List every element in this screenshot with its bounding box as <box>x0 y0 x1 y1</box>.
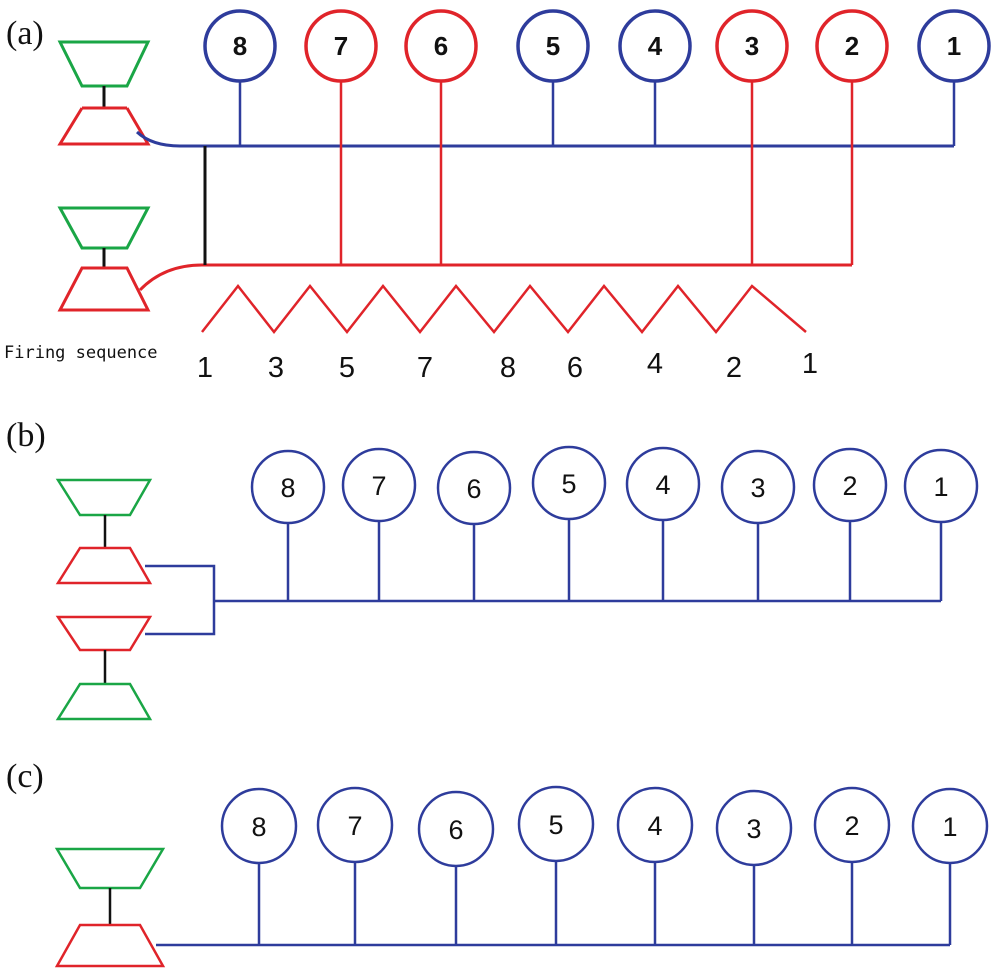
cylinder-label: 1 <box>942 812 957 842</box>
cylinder-label: 7 <box>347 811 362 841</box>
cylinder-7 <box>341 447 417 523</box>
cylinder-3 <box>720 449 796 525</box>
firing-sequence-item: 4 <box>647 348 663 380</box>
cylinders-a <box>203 9 991 83</box>
cylinder-3 <box>715 9 789 83</box>
exhaust-manifold-c <box>156 861 952 947</box>
cylinder-5 <box>517 785 595 863</box>
turbine-icon <box>54 923 166 968</box>
turbine-icon <box>55 615 153 652</box>
cylinder-label: 5 <box>561 469 576 499</box>
cylinder-6 <box>417 790 495 868</box>
cylinders-b <box>250 445 979 526</box>
cylinders-c <box>220 785 989 868</box>
panel-a: (a) <box>4 9 991 384</box>
firing-sequence-item: 6 <box>567 352 583 384</box>
compressor-icon <box>57 206 151 250</box>
cylinder-4 <box>616 786 694 864</box>
cylinder-label: 8 <box>251 812 266 842</box>
cylinder-label: 8 <box>233 31 247 61</box>
cylinder-labels-c: 8 7 6 5 4 3 2 1 <box>251 810 957 845</box>
cylinder-labels-b: 8 7 6 5 4 3 2 1 <box>280 469 948 504</box>
panel-c: (c) 8 7 <box>6 758 989 968</box>
cylinder-label: 6 <box>466 474 481 504</box>
firing-sequence-item: 8 <box>500 352 516 384</box>
red-exhaust-manifold <box>138 263 852 292</box>
turbine-icon <box>57 107 151 146</box>
cylinder-3 <box>715 789 793 867</box>
cylinder-label: 1 <box>933 472 948 502</box>
cylinder-label: 3 <box>750 473 765 503</box>
panel-a-label: (a) <box>6 15 44 52</box>
cylinder-label: 3 <box>745 31 759 61</box>
cylinder-1 <box>917 9 991 83</box>
firing-sequence-item: 2 <box>726 352 742 384</box>
cylinder-label: 4 <box>647 811 662 841</box>
cylinder-4 <box>618 9 692 83</box>
compressor-icon <box>55 478 153 517</box>
firing-sequence-item: 3 <box>268 352 284 384</box>
cylinder-7 <box>316 786 394 864</box>
cylinder-label: 2 <box>845 31 859 61</box>
cylinder-label: 2 <box>844 811 859 841</box>
cylinder-7 <box>304 9 378 83</box>
compressor-icon <box>54 847 166 890</box>
firing-order-zigzag <box>201 283 807 335</box>
cylinder-label: 6 <box>448 815 463 845</box>
cylinder-label: 6 <box>434 31 448 61</box>
cylinder-label: 5 <box>546 31 560 61</box>
cylinder-5 <box>531 445 607 521</box>
cylinder-1 <box>911 787 989 865</box>
cylinder-label: 2 <box>842 471 857 501</box>
cylinder-2 <box>815 9 889 83</box>
cylinder-6 <box>404 9 478 83</box>
turbocharger-bottom <box>57 206 151 312</box>
cylinder-risers <box>238 80 956 265</box>
turbocharger-top <box>57 40 151 146</box>
cylinder-8 <box>220 787 298 865</box>
cylinder-label: 8 <box>280 473 295 503</box>
cylinder-2 <box>812 447 888 523</box>
firing-sequence-numbers: 1 3 5 7 8 6 4 2 1 <box>197 348 818 384</box>
cylinder-4 <box>625 446 701 522</box>
turbine-icon <box>55 546 153 585</box>
panel-c-label: (c) <box>6 758 44 795</box>
blue-exhaust-manifold <box>135 130 954 148</box>
firing-sequence-item: 7 <box>417 352 433 384</box>
firing-sequence-item: 1 <box>197 352 213 384</box>
cylinder-label: 5 <box>548 810 563 840</box>
cylinder-2 <box>813 786 891 864</box>
turbocharger-c <box>54 847 166 968</box>
cylinder-label: 4 <box>655 470 670 500</box>
cylinder-labels-a: 8 7 6 5 4 3 2 1 <box>233 31 961 61</box>
cylinder-label: 3 <box>746 814 761 844</box>
cylinder-5 <box>516 9 590 83</box>
firing-sequence-item: 5 <box>339 352 355 384</box>
cylinder-label: 7 <box>334 31 348 61</box>
firing-sequence-label: Firing sequence <box>4 343 158 363</box>
cylinder-8 <box>203 9 277 83</box>
cylinder-label: 4 <box>648 31 663 61</box>
turbocharger-pair-b <box>55 478 153 721</box>
cylinder-8 <box>250 449 326 525</box>
compressor-icon <box>57 40 151 88</box>
panel-b: (b) <box>6 417 979 721</box>
exhaust-manifold-b <box>145 519 943 636</box>
firing-sequence-item: 1 <box>802 348 818 380</box>
compressor-icon <box>55 682 153 721</box>
cylinder-1 <box>903 448 979 524</box>
turbine-icon <box>57 266 151 312</box>
turbine-connector <box>145 564 216 636</box>
panel-b-label: (b) <box>6 417 46 454</box>
cylinder-label: 7 <box>371 471 386 501</box>
cylinder-6 <box>436 450 512 526</box>
cylinder-label: 1 <box>947 31 961 61</box>
